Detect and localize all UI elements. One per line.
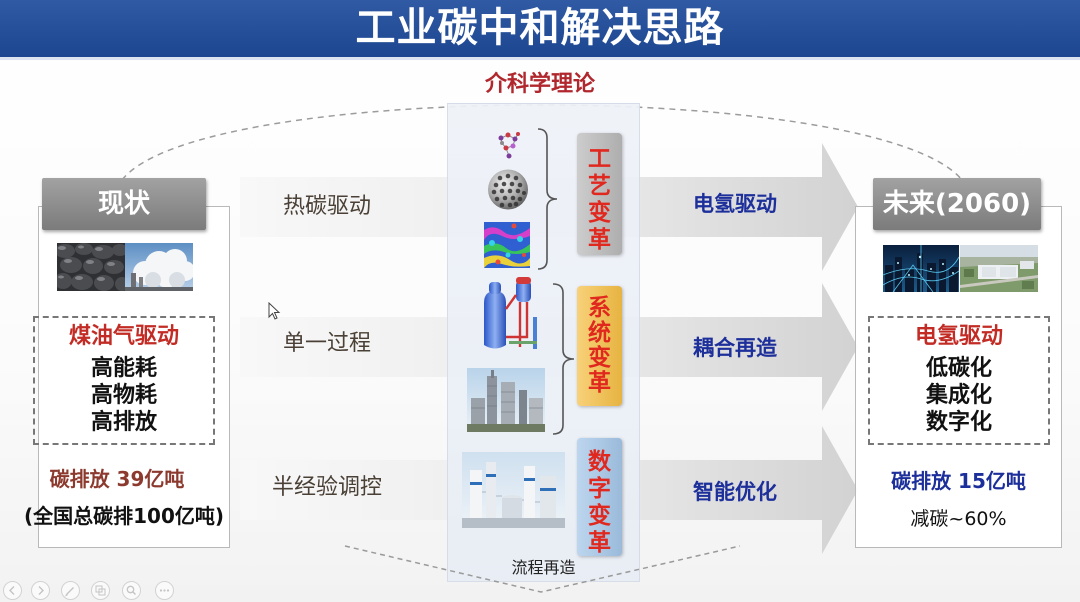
future-trait: 数字化: [925, 410, 992, 435]
molecule-image: [498, 132, 520, 159]
previous-slide-button[interactable]: [3, 581, 22, 600]
reactor-image: [484, 277, 537, 349]
process-change-label: 工艺变革: [588, 145, 611, 253]
change-label-2: 系统变革: [577, 286, 622, 406]
mouse-cursor-icon: [268, 302, 281, 320]
future-trait: 集成化: [925, 383, 992, 408]
smokestack-photo: [125, 243, 193, 291]
process-reengineering-label: 流程再造: [511, 558, 576, 577]
smart-city-photo: [883, 245, 959, 292]
system-change-label: 系统变革: [588, 295, 611, 396]
current-drive-label: 煤油气驱动: [68, 324, 179, 349]
system-bracket: [552, 283, 575, 435]
zoom-icon: [126, 585, 136, 595]
transition-from-1: 热碳驱动: [282, 194, 371, 219]
title-banner: 工业碳中和解决思路: [0, 0, 1080, 57]
previous-slide-icon: [9, 586, 15, 595]
transition-from-3: 半经验调控: [271, 475, 382, 500]
current-trait: 高排放: [90, 410, 157, 435]
more-options-button[interactable]: [155, 581, 174, 600]
future-trait: 低碳化: [925, 356, 992, 381]
pen-tool-button[interactable]: [61, 581, 80, 600]
future-drive-label: 电氢驱动: [914, 324, 1003, 349]
current-state-header: 现状: [42, 178, 206, 230]
next-slide-icon: [38, 586, 44, 595]
future-emission: 碳排放 15亿吨: [891, 469, 1026, 493]
zoom-button[interactable]: [122, 581, 141, 600]
digital-change-label: 数字变革: [588, 448, 611, 556]
current-trait: 高能耗: [90, 356, 157, 381]
slides-icon: [95, 585, 106, 596]
current-drive-box: 煤油气驱动 高能耗 高物耗 高排放: [33, 316, 215, 445]
industrial-park-photo: [960, 245, 1038, 292]
porous-sphere-image: [488, 169, 528, 210]
next-slide-button[interactable]: [31, 581, 50, 600]
national-total-emission: (全国总碳排100亿吨): [23, 504, 225, 528]
more-options-icon: [159, 589, 170, 592]
theory-label: 介科学理论: [484, 72, 595, 97]
digital-plant-photo: [462, 452, 565, 528]
future-state-header: 未来(2060): [873, 178, 1041, 230]
slide-title: 工业碳中和解决思路: [355, 5, 725, 51]
process-bracket: [537, 128, 558, 270]
transition-to-2: 耦合再造: [693, 336, 777, 360]
pen-icon: [64, 587, 74, 597]
microstructure-image: [484, 222, 530, 268]
current-trait: 高物耗: [90, 383, 157, 408]
change-label-3: 数字变革: [577, 438, 622, 556]
transition-from-2: 单一过程: [282, 331, 371, 356]
future-drive-box: 电氢驱动 低碳化 集成化 数字化: [868, 316, 1050, 445]
change-label-1: 工艺变革: [577, 133, 622, 255]
banner-divider: [0, 57, 1080, 60]
coal-photo: [57, 243, 125, 291]
factory-photo: [467, 368, 545, 432]
current-emission: 碳排放 39亿吨: [49, 467, 185, 491]
slides-overview-button[interactable]: [91, 581, 110, 600]
transition-to-3: 智能优化: [693, 480, 777, 504]
emission-reduction: 减碳~60%: [910, 508, 1007, 530]
transition-to-1: 电氢驱动: [693, 192, 777, 216]
